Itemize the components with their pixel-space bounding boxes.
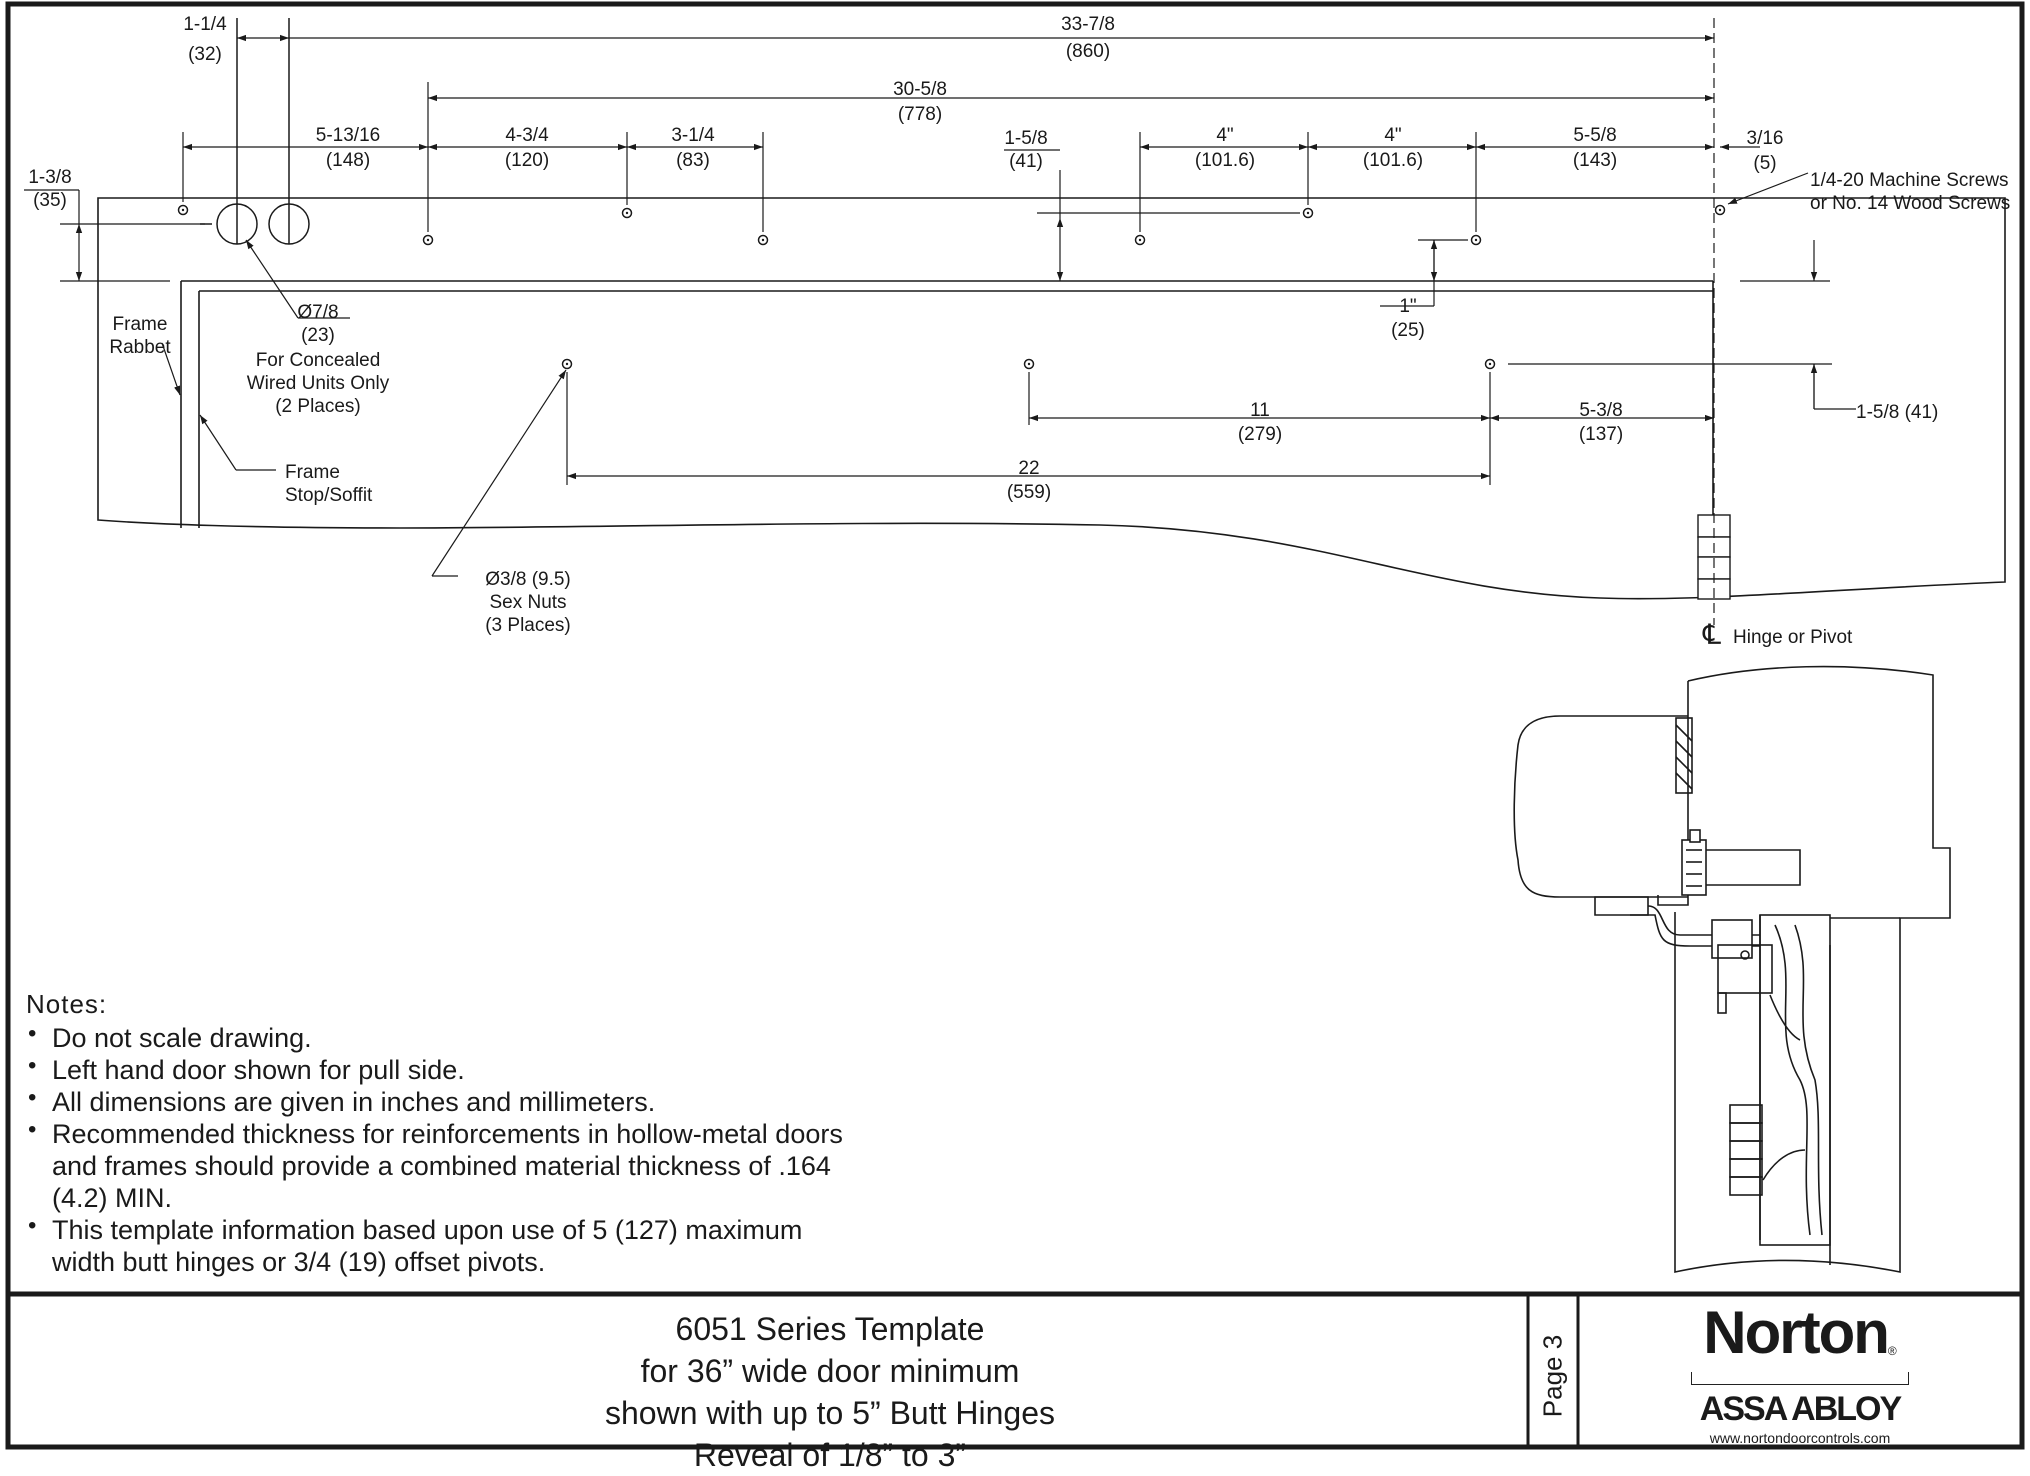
note-item: Do not scale drawing. <box>26 1018 846 1054</box>
label-sex-nuts-1: Ø3/8 (9.5) <box>485 569 571 590</box>
label-hole-note-2: Wired Units Only <box>247 373 390 394</box>
note-item: Left hand door shown for pull side. <box>26 1050 846 1086</box>
dim-overall-inner: 30-5/8 <box>893 79 947 100</box>
section-detail <box>1513 665 1951 1273</box>
dim-seg-e: 4" <box>1384 125 1401 146</box>
callout-labels: 1/4-20 Machine Screws or No. 14 Wood Scr… <box>109 170 2010 650</box>
registered-mark-icon: ® <box>1887 1344 1897 1358</box>
dim-mid-drop-mm: (41) <box>1009 151 1043 172</box>
dim-hinge-offset-mm: (5) <box>1753 153 1776 174</box>
dim-top-margin-mm: (35) <box>33 190 67 211</box>
dim-door-hole-offset: 1-5/8 (41) <box>1856 402 1938 423</box>
dim-overall-inner-mm: (778) <box>898 104 942 125</box>
title-block: 6051 Series Template for 36” wide door m… <box>220 1308 1440 1476</box>
notes-title: Notes: <box>26 989 108 1019</box>
note-item: All dimensions are given in inches and m… <box>26 1082 846 1118</box>
dimension-lines <box>75 34 1818 480</box>
label-frame-rabbet-2: Rabbet <box>109 337 171 358</box>
label-hinge-pivot: Hinge or Pivot <box>1733 627 1853 648</box>
dim-mid-drop: 1-5/8 <box>1004 128 1047 149</box>
dim-door-seg-a-mm: (279) <box>1238 424 1282 445</box>
notes-list: Do not scale drawing. Left hand door sho… <box>26 1018 846 1278</box>
dim-overall-total: 33-7/8 <box>1061 14 1115 35</box>
mounting-holes <box>177 204 1726 370</box>
norton-logo: Norton® ASSA ABLOY www.nortondoorcontrol… <box>1580 1296 2020 1446</box>
dim-seg-d: 4" <box>1216 125 1233 146</box>
title-line-3: shown with up to 5” Butt Hinges <box>604 1395 1055 1431</box>
note-item: Recommended thickness for reinforcements… <box>26 1114 846 1214</box>
label-frame-stop-1: Frame <box>285 462 340 483</box>
dim-door-seg-b-mm: (137) <box>1579 424 1623 445</box>
dim-seg-f: 5-5/8 <box>1573 125 1616 146</box>
page-number: Page 3 <box>1537 1334 1568 1418</box>
label-hole-dia: Ø7/8 <box>297 302 338 323</box>
notes-section: Notes: Do not scale drawing. Left hand d… <box>26 988 846 1278</box>
label-hole-note-1: For Concealed <box>256 350 381 371</box>
label-screws-2: or No. 14 Wood Screws <box>1810 193 2010 214</box>
page-number-cell: Page 3 <box>1528 1296 1578 1456</box>
dim-seg-a: 5-13/16 <box>316 125 380 146</box>
dim-left-offset: 1-1/4 <box>183 14 227 35</box>
label-hole-dia-mm: (23) <box>301 325 335 346</box>
dim-door-seg-b: 5-3/8 <box>1579 400 1622 421</box>
dim-seg-f-mm: (143) <box>1573 150 1617 171</box>
logo-parent: ASSA ABLOY <box>1699 1390 1902 1428</box>
extension-lines <box>60 82 1832 485</box>
dimension-labels: 33-7/8 (860) 1-1/4 (32) 30-5/8 (778) 5-1… <box>28 14 1938 503</box>
leader-lines <box>24 149 1856 577</box>
dim-left-offset-mm: (32) <box>188 44 222 65</box>
dim-seg-c: 3-1/4 <box>671 125 715 146</box>
dim-hinge-offset: 3/16 <box>1747 128 1784 149</box>
hinge-leaf <box>1697 514 1731 600</box>
dim-small-drop-mm: (25) <box>1391 320 1425 341</box>
label-frame-stop-2: Stop/Soffit <box>285 485 373 506</box>
label-screws-1: 1/4-20 Machine Screws <box>1810 170 2009 191</box>
note-item: This template information based upon use… <box>26 1210 846 1278</box>
logo-brand: Norton <box>1703 1299 1890 1366</box>
dim-door-seg-a: 11 <box>1250 400 1270 421</box>
dim-seg-b: 4-3/4 <box>505 125 549 146</box>
dim-door-total: 22 <box>1018 458 1039 479</box>
dim-seg-b-mm: (120) <box>505 150 549 171</box>
title-line-4: Reveal of 1/8” to 3” <box>693 1437 967 1473</box>
dim-seg-c-mm: (83) <box>676 150 710 171</box>
label-sex-nuts-3: (3 Places) <box>485 615 571 636</box>
dim-seg-e-mm: (101.6) <box>1363 150 1423 171</box>
dim-overall-total-mm: (860) <box>1066 41 1110 62</box>
title-line-2: for 36” wide door minimum <box>640 1353 1020 1389</box>
dim-door-total-mm: (559) <box>1007 482 1051 503</box>
dim-seg-d-mm: (101.6) <box>1195 150 1255 171</box>
logo-rule <box>1691 1372 1909 1385</box>
label-hole-note-3: (2 Places) <box>275 396 361 417</box>
logo-url: www.nortondoorcontrols.com <box>1709 1430 1891 1446</box>
centerline-symbol: ℄ <box>1702 619 1721 650</box>
label-sex-nuts-2: Sex Nuts <box>489 592 566 613</box>
sheet-border <box>5 1 2025 1450</box>
label-frame-rabbet-1: Frame <box>113 314 168 335</box>
dim-small-drop: 1" <box>1399 296 1416 317</box>
title-line-1: 6051 Series Template <box>675 1311 985 1347</box>
dim-top-margin: 1-3/8 <box>28 167 71 188</box>
dim-seg-a-mm: (148) <box>326 150 370 171</box>
